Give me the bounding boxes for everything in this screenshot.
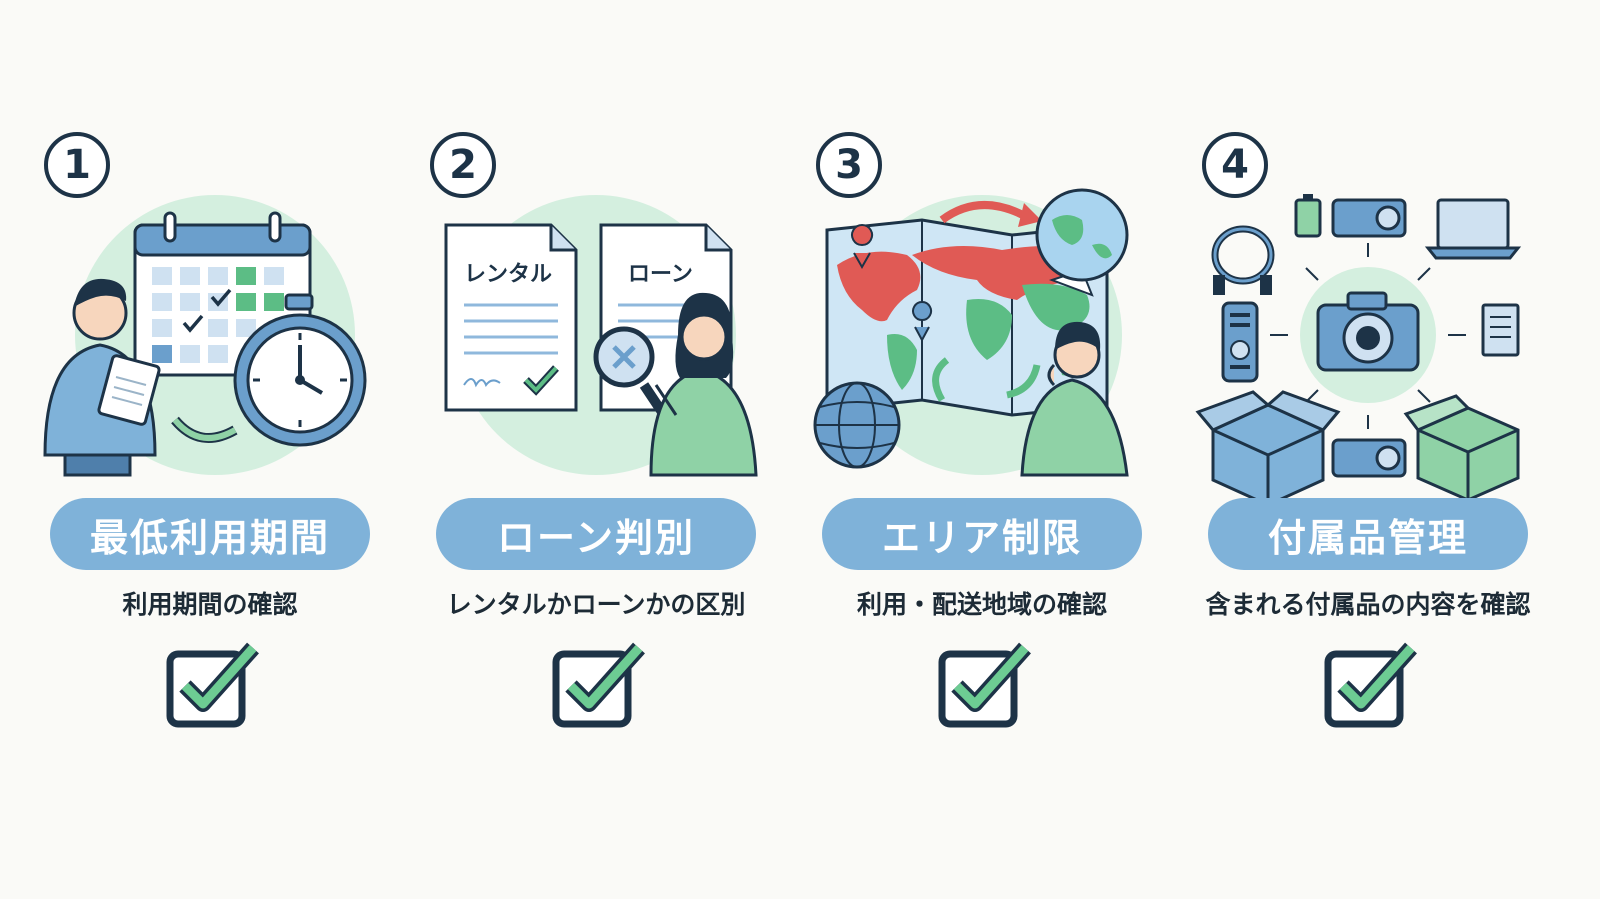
projector-icon	[1331, 438, 1407, 478]
step-4: 4	[1158, 130, 1538, 750]
step-title-pill: 付属品管理	[1208, 498, 1528, 570]
laptop-icon	[1424, 198, 1522, 260]
step-number-badge: 3	[816, 132, 882, 198]
checkbox-checked-icon	[165, 640, 265, 730]
step-number-badge: 2	[430, 132, 496, 198]
step-description: レンタルかローンかの区別	[446, 590, 746, 619]
step-number-badge: 1	[44, 132, 110, 198]
step-description: 利用・配送地域の確認	[856, 590, 1107, 619]
step-1: 1	[0, 130, 380, 750]
projector-icon	[1331, 198, 1407, 238]
checkbox-checked-icon	[937, 640, 1037, 730]
box-icon	[1195, 390, 1341, 507]
world-map-illustration	[792, 185, 1132, 485]
accessories-illustration	[1178, 185, 1522, 507]
checkbox-checked-icon	[1323, 640, 1423, 730]
document-icon	[444, 223, 578, 412]
magnifier-icon	[593, 326, 669, 418]
stopwatch-icon	[233, 293, 367, 447]
map-pin-icon	[851, 224, 874, 270]
map-pin-icon	[912, 301, 933, 343]
doc-label-rental: レンタル	[464, 262, 552, 287]
doc-label-loan: ローン	[628, 262, 693, 287]
step-description: 利用期間の確認	[122, 590, 298, 619]
step-title-pill: 最低利用期間	[50, 498, 370, 570]
step-description: 含まれる付属品の内容を確認	[1205, 590, 1531, 619]
checkbox-checked-icon	[551, 640, 651, 730]
remote-control-icon	[1221, 301, 1259, 383]
cable-icon	[1211, 225, 1275, 295]
battery-icon	[1294, 194, 1322, 238]
step-title-pill: エリア制限	[822, 498, 1142, 570]
camera-icon	[1316, 291, 1420, 372]
step-2: 2 レンタル	[386, 130, 766, 750]
person-icon	[1020, 321, 1129, 477]
documents-magnifier-illustration: レンタル ローン	[406, 185, 758, 485]
calendar-stopwatch-illustration	[20, 185, 367, 485]
globe-icon	[1035, 188, 1129, 297]
box-icon	[1403, 394, 1520, 502]
step-3: 3	[772, 130, 1152, 750]
person-icon	[649, 292, 758, 477]
step-title-pill: ローン判別	[436, 498, 756, 570]
globe-icon	[813, 381, 901, 469]
manual-book-icon	[1481, 303, 1520, 357]
person-icon	[43, 278, 161, 477]
step-number-badge: 4	[1202, 132, 1268, 198]
